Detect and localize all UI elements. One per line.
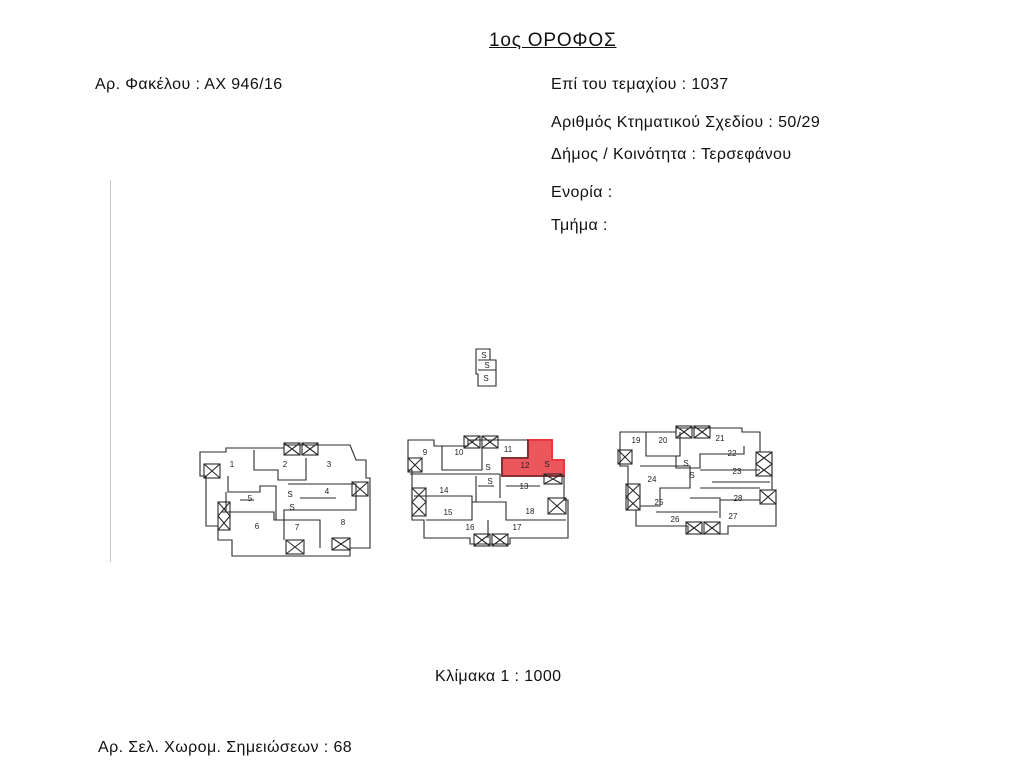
svg-text:13: 13 xyxy=(520,482,529,491)
svg-text:S: S xyxy=(484,361,489,370)
svg-text:22: 22 xyxy=(728,449,737,458)
svg-text:8: 8 xyxy=(341,518,346,527)
svg-text:27: 27 xyxy=(729,512,738,521)
svg-text:21: 21 xyxy=(716,434,725,443)
svg-text:17: 17 xyxy=(513,523,522,532)
svg-text:4: 4 xyxy=(325,487,330,496)
svg-text:S: S xyxy=(289,503,294,512)
svg-text:5: 5 xyxy=(248,494,253,503)
svg-text:S: S xyxy=(485,463,490,472)
building-b: 9 10 11 12 13 14 15 16 17 18 S S S xyxy=(407,435,569,547)
plot-number: Επί του τεμαχίου : 1037 xyxy=(551,76,729,93)
svg-text:10: 10 xyxy=(455,448,464,457)
svg-text:28: 28 xyxy=(734,494,743,503)
page-title: 1ος ΟΡΟΦΟΣ xyxy=(489,30,617,51)
svg-text:11: 11 xyxy=(504,445,513,454)
svg-text:3: 3 xyxy=(327,460,332,469)
svg-text:S: S xyxy=(287,490,292,499)
svg-text:16: 16 xyxy=(466,523,475,532)
svg-text:S: S xyxy=(544,460,549,469)
building-c: 19 20 21 22 23 24 25 26 27 28 S S xyxy=(617,425,777,535)
svg-text:S: S xyxy=(689,471,694,480)
svg-text:S: S xyxy=(483,374,488,383)
notes-page-label: Αρ. Σελ. Χωρομ. Σημειώσεων : 68 xyxy=(98,739,353,756)
building-a: 1 2 3 4 5 6 7 8 S S xyxy=(199,442,371,557)
svg-text:1: 1 xyxy=(230,460,235,469)
svg-text:12: 12 xyxy=(521,461,530,470)
svg-text:S: S xyxy=(481,351,486,360)
svg-text:18: 18 xyxy=(526,507,535,516)
margin-line xyxy=(110,180,111,562)
svg-text:14: 14 xyxy=(440,486,449,495)
svg-text:23: 23 xyxy=(733,467,742,476)
svg-text:25: 25 xyxy=(655,498,664,507)
svg-text:7: 7 xyxy=(295,523,300,532)
scale-label: Κλίμακα 1 : 1000 xyxy=(435,668,562,685)
municipality: Δήμος / Κοινότητα : Τερσεφάνου xyxy=(551,146,792,163)
stair-block: S S S xyxy=(475,348,497,387)
svg-text:9: 9 xyxy=(423,448,428,457)
file-number: Αρ. Φακέλου : ΑΧ 946/16 xyxy=(95,76,283,93)
parish: Ενορία : xyxy=(551,184,613,201)
svg-text:2: 2 xyxy=(283,460,288,469)
svg-text:26: 26 xyxy=(671,515,680,524)
svg-text:15: 15 xyxy=(444,508,453,517)
cadastral-sheet: Αριθμός Κτηματικού Σχεδίου : 50/29 xyxy=(551,114,821,131)
svg-text:24: 24 xyxy=(648,475,657,484)
svg-text:S: S xyxy=(487,477,492,486)
svg-text:S: S xyxy=(683,459,688,468)
section: Τμήμα : xyxy=(551,217,608,234)
svg-text:19: 19 xyxy=(632,436,641,445)
svg-text:6: 6 xyxy=(255,522,260,531)
svg-text:20: 20 xyxy=(659,436,668,445)
